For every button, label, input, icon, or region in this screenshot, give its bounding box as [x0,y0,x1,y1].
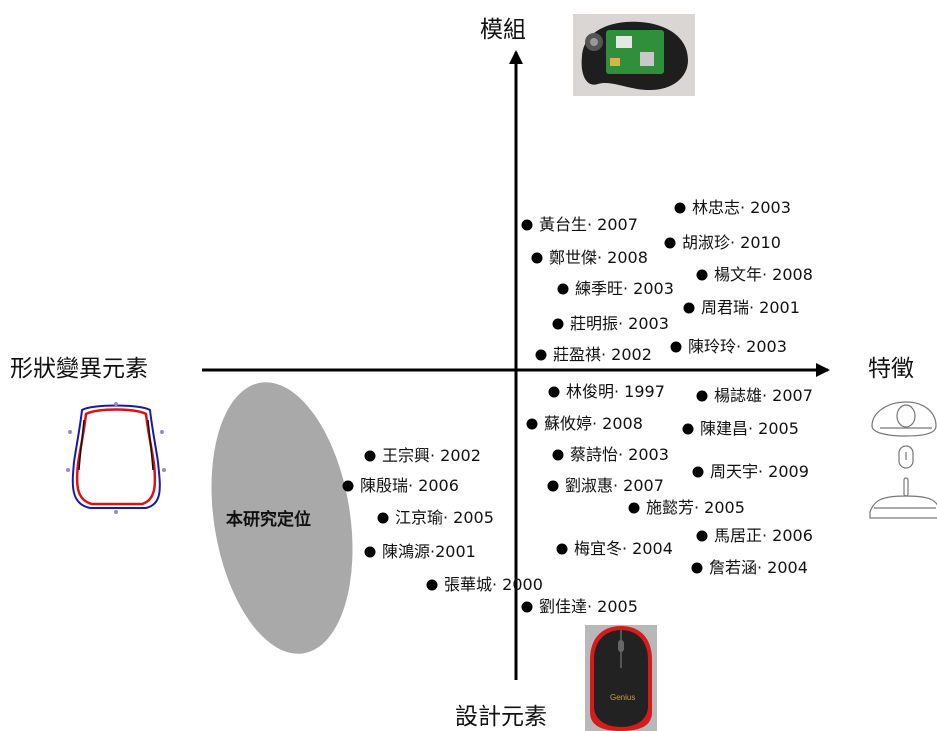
data-point-label: 林俊明· 1997 [566,382,665,401]
axis-label-right: 特徵 [868,356,914,382]
data-point-dot [556,543,568,555]
data-point-label: 林忠志· 2003 [692,198,791,217]
data-point-dot [364,450,376,462]
data-point-dot [547,480,559,492]
data-point-label: 梅宜冬· 2004 [574,539,673,558]
data-point-dot [696,530,708,542]
svg-text:Genius: Genius [610,693,635,702]
axis-label-top: 模組 [480,17,526,43]
data-point-label: 楊文年· 2008 [714,265,813,284]
data-point-markers [342,202,708,613]
data-point-label: 蔡詩怡· 2003 [570,445,669,464]
data-point-dot [674,202,686,214]
mouse-outline-curves-icon [66,402,166,514]
data-point-label: 陳建昌· 2005 [700,419,799,438]
mouse-feature-sketches-icon [869,401,937,519]
data-point-dot [364,546,376,558]
data-point-label: 陳鴻源·2001 [382,542,476,561]
data-point-label: 胡淑珍· 2010 [682,233,781,252]
data-point-dot [696,269,708,281]
data-point-dot [664,237,676,249]
data-point-label: 楊誌雄· 2007 [714,386,813,405]
data-point-dot [342,480,354,492]
data-point-dot [683,302,695,314]
data-point-label: 黃台生· 2007 [539,215,638,234]
data-point-dot [682,423,694,435]
data-point-label: 周君瑞· 2001 [701,298,800,317]
black-red-mouse-photo-icon: Genius [585,625,657,731]
data-point-label: 王宗興· 2002 [382,446,481,465]
axis-label-left: 形狀變異元素 [10,356,148,382]
data-point-label: 江京瑜· 2005 [395,508,494,527]
data-point-label: 張華城· 2000 [444,575,543,594]
data-point-dot [377,512,389,524]
data-point-dot [521,219,533,231]
data-point-label: 詹若涵· 2004 [709,558,808,577]
data-point-dot [548,386,560,398]
data-point-dot [552,449,564,461]
data-point-dot [526,418,538,430]
data-point-label: 劉淑惠· 2007 [565,476,664,495]
data-point-label: 陳玲玲· 2003 [688,337,787,356]
data-point-label: 劉佳達· 2005 [539,597,638,616]
research-position-region [211,382,353,654]
data-point-label: 陳殷瑞· 2006 [360,476,459,495]
data-point-dot [628,502,640,514]
data-point-label: 馬居正· 2006 [714,526,813,545]
data-point-dot [696,390,708,402]
data-point-dot [521,601,533,613]
data-point-dot [557,283,569,295]
data-point-dot [691,562,703,574]
data-point-label: 鄭世傑· 2008 [549,248,648,267]
data-point-dot [552,318,564,330]
data-point-dot [531,252,543,264]
research-position-label: 本研究定位 [226,510,311,530]
circuit-board-mouse-photo-icon [573,14,695,96]
data-point-dot [426,579,438,591]
data-point-dot [535,349,547,361]
data-point-dot [670,341,682,353]
data-point-label: 施懿芳· 2005 [646,498,745,517]
data-point-label: 周天宇· 2009 [710,462,809,481]
data-point-label: 莊明振· 2003 [570,314,669,333]
data-point-dot [692,466,704,478]
data-point-label: 練季旺· 2003 [575,279,674,298]
axis-label-bottom: 設計元素 [455,704,547,730]
data-point-label: 蘇攸婷· 2008 [544,414,643,433]
data-point-label: 莊盈祺· 2002 [553,345,652,364]
